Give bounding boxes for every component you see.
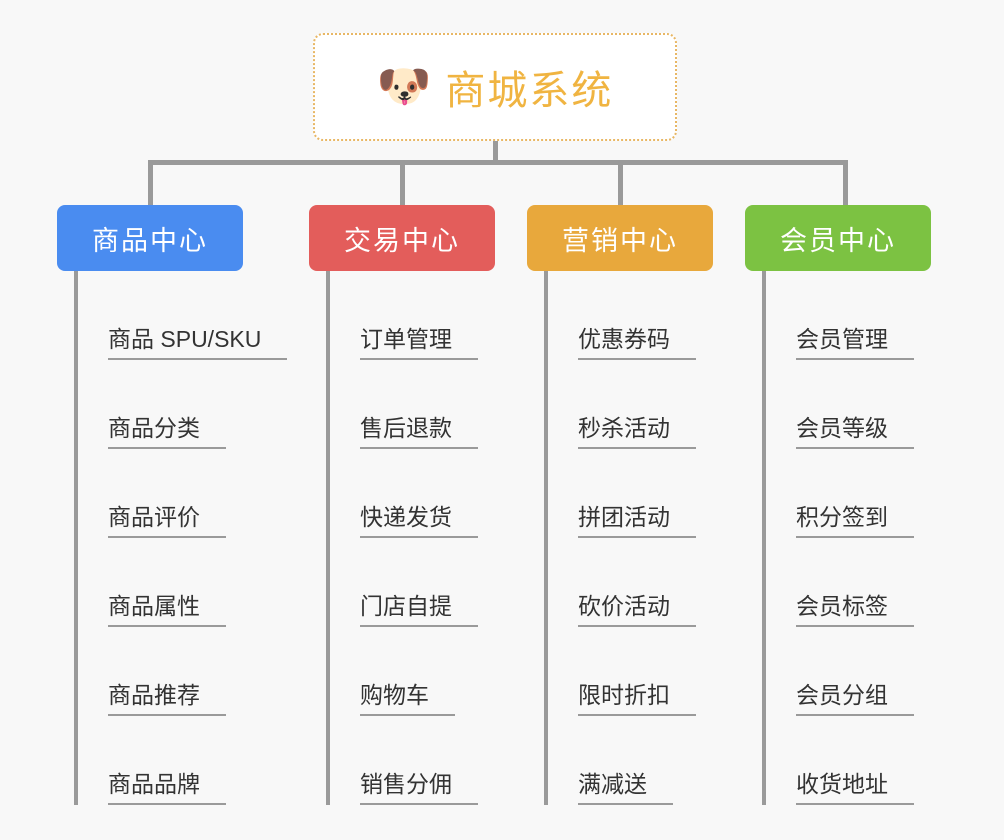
leaf-label: 拼团活动 <box>578 503 696 538</box>
root-title: 商城系统 <box>445 69 614 113</box>
connector-drop-trade-center <box>400 160 405 208</box>
leaf-item[interactable]: 会员分组 <box>766 627 931 716</box>
leaf-item[interactable]: 门店自提 <box>330 538 495 627</box>
leaf-label: 秒杀活动 <box>578 414 696 449</box>
dog-face-icon: 🐶 <box>376 62 432 111</box>
leaf-item[interactable]: 会员管理 <box>766 271 931 360</box>
branch-header-member-center[interactable]: 会员中心 <box>745 205 931 271</box>
leaf-label: 积分签到 <box>796 503 914 538</box>
leaf-item[interactable]: 销售分佣 <box>330 716 495 805</box>
leaf-label: 商品推荐 <box>108 681 226 716</box>
branch-marketing-center: 营销中心 优惠券码 秒杀活动 拼团活动 砍价活动 限时折扣 满减送 <box>527 205 713 805</box>
connector-drop-product-center <box>148 160 153 208</box>
leaf-label: 会员等级 <box>796 414 914 449</box>
branch-member-center: 会员中心 会员管理 会员等级 积分签到 会员标签 会员分组 收货地址 <box>745 205 931 805</box>
branch-header-product-center[interactable]: 商品中心 <box>57 205 243 271</box>
root-node[interactable]: 🐶 商城系统 <box>313 33 677 141</box>
leaf-label: 限时折扣 <box>578 681 696 716</box>
leaf-label: 会员管理 <box>796 325 914 360</box>
leaf-label: 销售分佣 <box>360 770 478 805</box>
leaf-list-marketing-center: 优惠券码 秒杀活动 拼团活动 砍价活动 限时折扣 满减送 <box>544 271 713 805</box>
branch-header-label: 会员中心 <box>780 225 896 256</box>
leaf-label: 门店自提 <box>360 592 478 627</box>
leaf-label: 订单管理 <box>360 325 478 360</box>
leaf-item[interactable]: 商品品牌 <box>78 716 243 805</box>
branch-header-label: 营销中心 <box>562 225 678 256</box>
leaf-item[interactable]: 砍价活动 <box>548 538 713 627</box>
leaf-label: 商品品牌 <box>108 770 226 805</box>
leaf-label: 快递发货 <box>360 503 478 538</box>
leaf-label: 满减送 <box>578 770 673 805</box>
leaf-item[interactable]: 商品推荐 <box>78 627 243 716</box>
leaf-item[interactable]: 商品属性 <box>78 538 243 627</box>
leaf-item[interactable]: 商品 SPU/SKU <box>78 271 288 360</box>
branch-header-trade-center[interactable]: 交易中心 <box>309 205 495 271</box>
leaf-item[interactable]: 会员标签 <box>766 538 931 627</box>
leaf-item[interactable]: 优惠券码 <box>548 271 713 360</box>
branch-header-label: 商品中心 <box>92 225 208 256</box>
leaf-item[interactable]: 积分签到 <box>766 449 931 538</box>
leaf-item[interactable]: 限时折扣 <box>548 627 713 716</box>
leaf-label: 优惠券码 <box>578 325 696 360</box>
leaf-item[interactable]: 收货地址 <box>766 716 931 805</box>
branch-trade-center: 交易中心 订单管理 售后退款 快递发货 门店自提 购物车 销售分佣 <box>309 205 495 805</box>
leaf-label: 商品分类 <box>108 414 226 449</box>
leaf-label: 商品评价 <box>108 503 226 538</box>
leaf-list-trade-center: 订单管理 售后退款 快递发货 门店自提 购物车 销售分佣 <box>326 271 495 805</box>
leaf-label: 会员分组 <box>796 681 914 716</box>
branch-header-label: 交易中心 <box>344 225 460 256</box>
leaf-item[interactable]: 售后退款 <box>330 360 495 449</box>
leaf-label: 会员标签 <box>796 592 914 627</box>
connector-drop-marketing-center <box>618 160 623 208</box>
leaf-list-product-center: 商品 SPU/SKU 商品分类 商品评价 商品属性 商品推荐 商品品牌 <box>74 271 288 805</box>
leaf-list-member-center: 会员管理 会员等级 积分签到 会员标签 会员分组 收货地址 <box>762 271 931 805</box>
branch-product-center: 商品中心 商品 SPU/SKU 商品分类 商品评价 商品属性 商品推荐 商品品牌 <box>57 205 288 805</box>
connector-root-stem <box>493 141 498 163</box>
leaf-item[interactable]: 拼团活动 <box>548 449 713 538</box>
leaf-label: 商品属性 <box>108 592 226 627</box>
leaf-label: 售后退款 <box>360 414 478 449</box>
leaf-item[interactable]: 商品分类 <box>78 360 243 449</box>
leaf-label: 商品 SPU/SKU <box>108 325 288 360</box>
leaf-label: 购物车 <box>360 681 455 716</box>
leaf-item[interactable]: 商品评价 <box>78 449 243 538</box>
leaf-item[interactable]: 会员等级 <box>766 360 931 449</box>
leaf-label: 收货地址 <box>796 770 914 805</box>
leaf-item[interactable]: 秒杀活动 <box>548 360 713 449</box>
leaf-label: 砍价活动 <box>578 592 696 627</box>
connector-horizontal-bus <box>148 160 848 165</box>
leaf-item[interactable]: 购物车 <box>330 627 495 716</box>
leaf-item[interactable]: 订单管理 <box>330 271 495 360</box>
leaf-item[interactable]: 快递发货 <box>330 449 495 538</box>
connector-drop-member-center <box>843 160 848 208</box>
branch-header-marketing-center[interactable]: 营销中心 <box>527 205 713 271</box>
leaf-item[interactable]: 满减送 <box>548 716 713 805</box>
